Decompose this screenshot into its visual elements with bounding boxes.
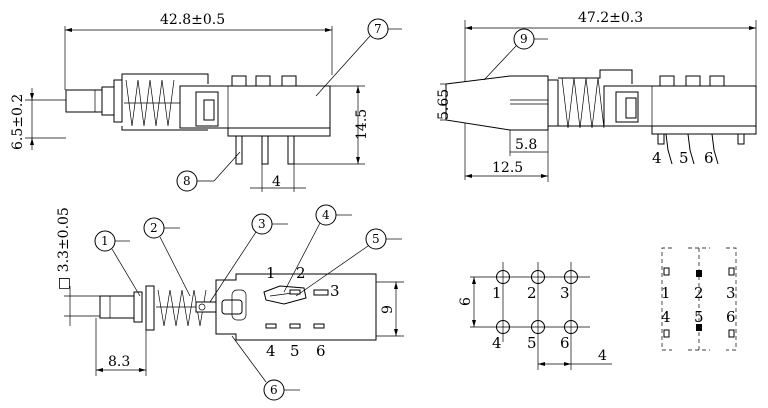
top-right-view: 47.2±0.3 4 5 6 5.65 <box>436 10 757 182</box>
contact-label-5: 5 <box>290 342 300 360</box>
pin-label-4: 4 <box>652 149 662 167</box>
contact-label-1: 1 <box>266 264 276 282</box>
hole-label-2: 2 <box>527 284 537 302</box>
dim-body-height: 14.5 <box>354 109 370 140</box>
dim-length-right: 47.2±0.3 <box>578 10 643 26</box>
dim-width: 9 <box>380 305 396 314</box>
dim-button-height: 6.5±0.2 <box>10 94 26 150</box>
schematic-label-3: 3 <box>726 284 736 302</box>
dim-square: □ 3.3±0.05 <box>56 207 72 290</box>
callout-4: 4 <box>322 208 330 222</box>
dim-hole-pitch: 4 <box>598 348 607 364</box>
callout-8: 8 <box>183 174 191 188</box>
top-left-view: 42.8±0.5 6.5±0.2 <box>10 12 402 192</box>
dim-length-left: 42.8±0.5 <box>160 12 225 28</box>
hole-label-5: 5 <box>527 334 537 352</box>
hole-label-6: 6 <box>560 334 570 352</box>
callout-1: 1 <box>101 234 109 248</box>
callout-7: 7 <box>374 22 382 36</box>
callout-6: 6 <box>270 383 278 397</box>
dim-cap-inner: 5.8 <box>515 137 537 153</box>
pin-label-6: 6 <box>704 149 714 167</box>
callout-9: 9 <box>520 32 528 46</box>
hole-pattern: 1 2 3 4 5 6 6 4 <box>458 262 612 370</box>
dim-cap-length: 12.5 <box>492 160 523 176</box>
schematic-label-5: 5 <box>694 308 704 326</box>
callout-5: 5 <box>372 232 380 246</box>
hole-label-1: 1 <box>492 284 502 302</box>
schematic-label-4: 4 <box>661 308 671 326</box>
schematic-label-2: 2 <box>694 284 704 302</box>
contact-label-2: 2 <box>296 264 306 282</box>
pin-label-5: 5 <box>679 149 689 167</box>
bottom-left-view: □ 3.3±0.05 1 2 3 4 5 6 <box>56 204 404 401</box>
contact-label-4: 4 <box>266 342 276 360</box>
dim-row-spacing: 6 <box>458 297 474 306</box>
schematic: 1 2 3 4 5 6 <box>661 247 737 351</box>
dim-offset: 8.3 <box>108 354 130 370</box>
hole-label-4: 4 <box>492 334 502 352</box>
schematic-label-1: 1 <box>661 284 671 302</box>
dim-cap-height: 5.65 <box>436 89 452 120</box>
contact-label-3: 3 <box>330 282 340 300</box>
callout-2: 2 <box>150 221 158 235</box>
dim-pin-pitch: 4 <box>272 174 281 190</box>
schematic-label-6: 6 <box>726 308 736 326</box>
callout-3: 3 <box>258 217 266 231</box>
hole-label-3: 3 <box>560 284 570 302</box>
contact-label-6: 6 <box>316 342 326 360</box>
